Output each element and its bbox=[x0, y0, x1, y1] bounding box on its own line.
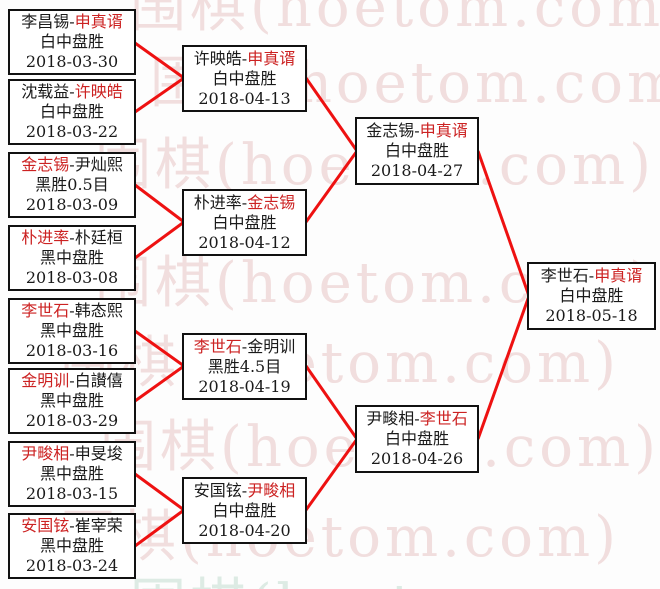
match-result: 白中盘胜 bbox=[559, 286, 624, 305]
match-date: 2018-03-22 bbox=[25, 122, 119, 141]
match-result: 白中盘胜 bbox=[39, 102, 104, 121]
match-result: 黑胜0.5目 bbox=[35, 175, 109, 194]
watermark-text: 围棋(hoetom.com) bbox=[60, 505, 620, 570]
match-date: 2018-03-15 bbox=[25, 484, 119, 503]
match-date: 2018-03-16 bbox=[25, 341, 119, 360]
match-result: 黑中盘胜 bbox=[39, 321, 104, 340]
match-players: 李世石-金明训 bbox=[193, 336, 296, 356]
match-result: 黑中盘胜 bbox=[39, 248, 104, 267]
match-players: 沈载益-许映皓 bbox=[21, 82, 123, 101]
match-players: 李世石-韩态熙 bbox=[21, 301, 123, 320]
match-date: 2018-04-19 bbox=[198, 376, 291, 396]
match-date: 2018-04-27 bbox=[370, 161, 464, 180]
match-date: 2018-04-26 bbox=[370, 449, 464, 468]
match-date: 2018-04-20 bbox=[198, 520, 291, 540]
match-date: 2018-03-24 bbox=[25, 556, 119, 575]
watermark-text: 围棋(hoetom.com) bbox=[130, 560, 660, 589]
match-result: 黑中盘胜 bbox=[39, 536, 104, 555]
match-result: 白中盘胜 bbox=[384, 141, 449, 160]
match-date: 2018-05-18 bbox=[545, 306, 638, 325]
match-date: 2018-04-13 bbox=[198, 88, 291, 108]
match-players: 金明训-白讃僖 bbox=[21, 371, 123, 390]
match-result: 黑中盘胜 bbox=[39, 464, 104, 483]
match-players: 安国铉-崔宰荣 bbox=[21, 516, 123, 535]
match-date: 2018-03-09 bbox=[25, 195, 119, 214]
match-date: 2018-04-12 bbox=[198, 232, 291, 252]
match-result: 白中盘胜 bbox=[39, 32, 104, 51]
match-players: 尹畯相-李世石 bbox=[366, 409, 468, 428]
match-date: 2018-03-08 bbox=[25, 268, 119, 287]
match-players: 安国铉-尹畯相 bbox=[193, 480, 296, 500]
match-date: 2018-03-29 bbox=[25, 411, 119, 430]
match-result: 黑中盘胜 bbox=[39, 391, 104, 410]
match-players: 朴进率-金志锡 bbox=[193, 192, 296, 212]
match-result: 白中盘胜 bbox=[212, 500, 277, 520]
match-players: 朴进率-朴廷桓 bbox=[21, 228, 123, 247]
match-players: 李昌锡-申真谞 bbox=[21, 12, 123, 31]
match-result: 黑胜4.5目 bbox=[207, 356, 282, 376]
match-players: 金志锡-申真谞 bbox=[366, 121, 468, 140]
match-players: 金志锡-尹灿熙 bbox=[21, 155, 123, 174]
match-players: 尹畯相-申旻埈 bbox=[21, 444, 123, 463]
match-players: 许映皓-申真谞 bbox=[193, 48, 296, 68]
match-result: 白中盘胜 bbox=[212, 68, 277, 88]
match-result: 白中盘胜 bbox=[212, 212, 277, 232]
match-result: 白中盘胜 bbox=[384, 429, 449, 448]
match-players: 李世石-申真谞 bbox=[540, 266, 643, 285]
match-date: 2018-03-30 bbox=[25, 52, 119, 71]
watermark-text: 围棋(hoetom.com) bbox=[130, 0, 660, 40]
